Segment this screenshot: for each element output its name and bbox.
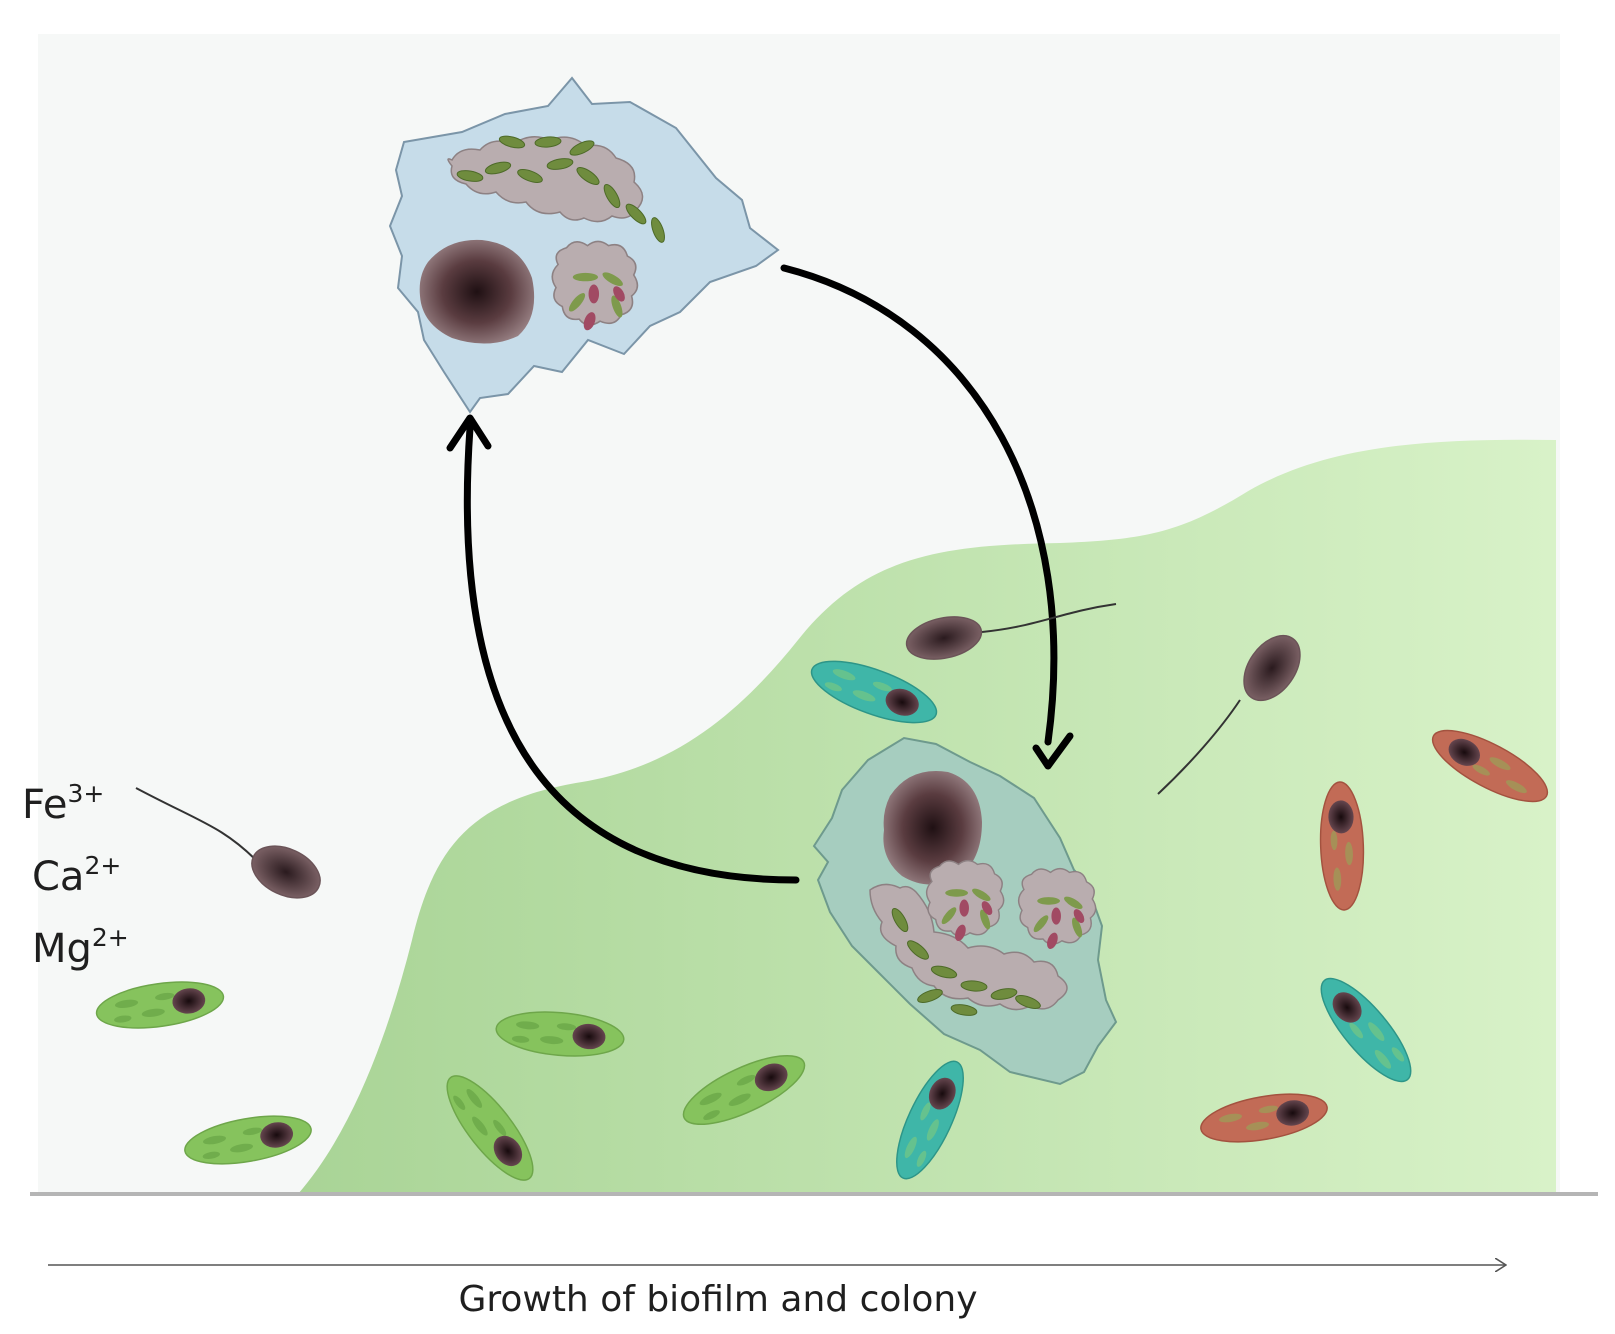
ion-labels: Fe3+ Ca2+ Mg2+	[22, 779, 129, 972]
vacuole-top	[447, 136, 644, 223]
bacterium-motile-left	[135, 787, 321, 899]
amoeba-nucleus-top	[419, 239, 535, 344]
cycle-arrows	[446, 264, 1074, 884]
arrow-to-amoeba	[463, 424, 800, 884]
growth-axis-label: Growth of biofilm and colony	[458, 1279, 977, 1320]
bacterium-motile-center	[905, 603, 1117, 660]
arrow-to-biofilm	[780, 264, 1058, 746]
amoeba-nucleus-bottom	[883, 771, 982, 885]
ion-mg: Mg2+	[32, 923, 129, 972]
amoeba-in-biofilm	[812, 736, 1118, 1086]
arrowhead-down	[1032, 732, 1074, 770]
vacuole-bottom	[869, 883, 1068, 1011]
arrowhead-up	[446, 414, 492, 452]
bacterium-motile-right	[1157, 634, 1301, 795]
ion-fe: Fe3+	[22, 779, 104, 828]
amoeba-free	[388, 76, 780, 414]
ion-ca: Ca2+	[32, 851, 121, 900]
